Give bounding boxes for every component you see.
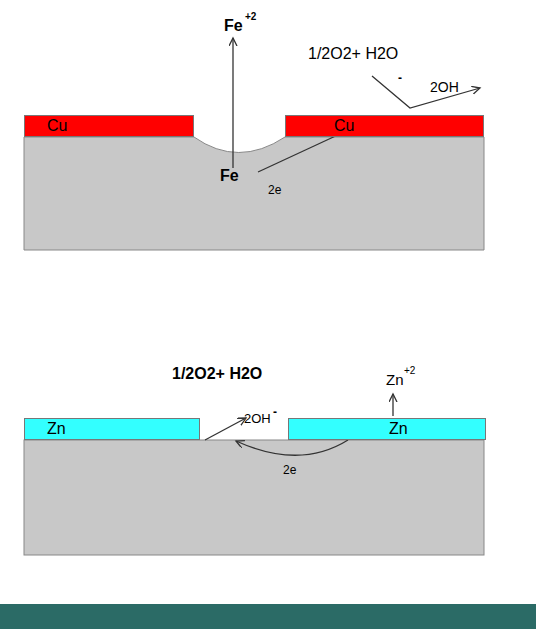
reaction-arrow (372, 76, 480, 108)
metal-label: Zn (389, 421, 408, 437)
metal-label: Cu (334, 118, 354, 134)
coating-layer: Zn (24, 418, 200, 440)
ion-arrow (232, 38, 233, 168)
reaction-arrow (205, 418, 246, 440)
chem-label: 2OH (430, 80, 459, 94)
chem-label: 2OH (244, 412, 271, 425)
steel-base (24, 137, 484, 250)
chem-label: 2e (283, 464, 296, 476)
chem-label: Fe (220, 168, 239, 184)
chem-label: - (273, 406, 277, 418)
coating-layer: Cu (24, 115, 194, 137)
chem-label: Zn (386, 372, 404, 387)
chem-label: 1/2O2+ H2O (308, 46, 398, 62)
chem-label: 1/2O2+ H2O (172, 366, 262, 382)
electron-arrow (236, 440, 348, 455)
coating-layer: Cu (285, 115, 484, 137)
footer-bar (0, 604, 536, 629)
chem-label: Fe (224, 18, 243, 34)
ion-arrow (392, 394, 393, 416)
chem-label: +2 (404, 366, 415, 376)
coating-layer: Zn (288, 418, 486, 440)
steel-base (24, 440, 484, 555)
metal-label: Zn (47, 421, 66, 437)
chem-label: 2e (268, 184, 281, 196)
chem-label: +2 (245, 12, 256, 22)
chem-label: - (398, 72, 402, 84)
metal-label: Cu (47, 118, 67, 134)
